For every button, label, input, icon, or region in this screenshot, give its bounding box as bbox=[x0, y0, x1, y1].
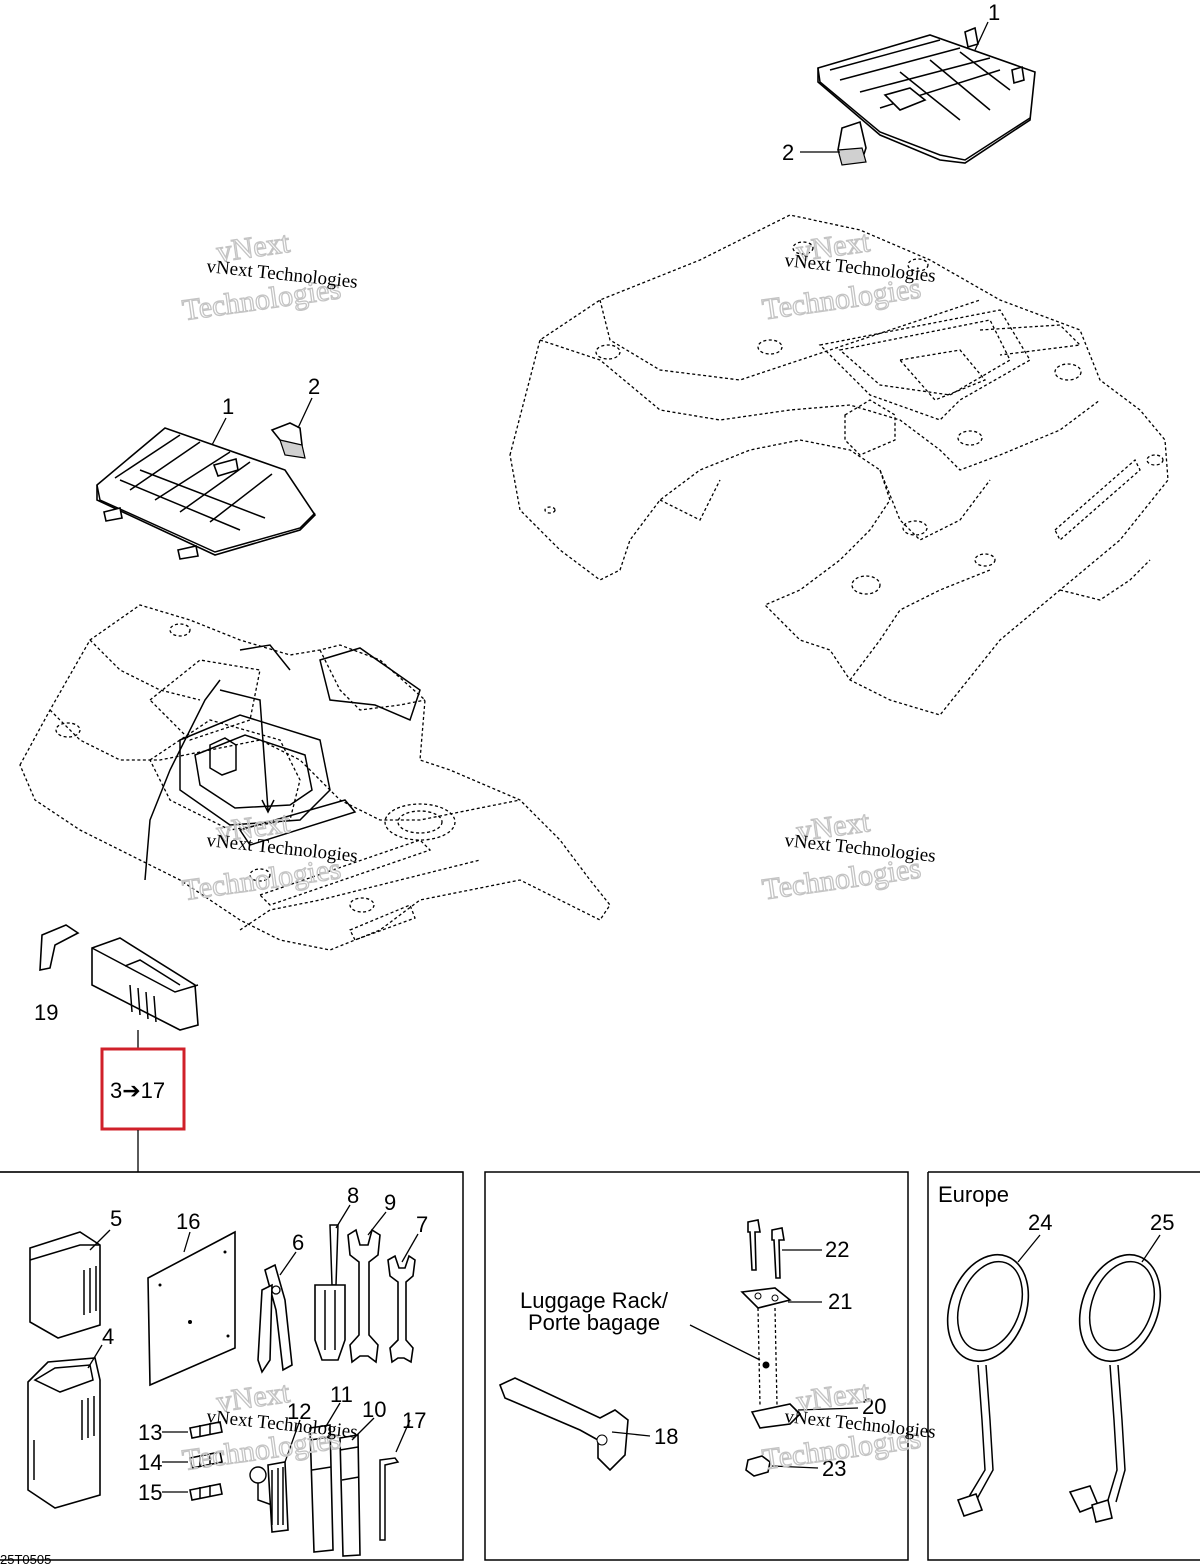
callout-25: 25 bbox=[1150, 1210, 1174, 1235]
callout-18: 18 bbox=[654, 1424, 678, 1449]
callout-4: 4 bbox=[102, 1324, 114, 1349]
storage-lid-top bbox=[817, 26, 1036, 164]
callout-2-left: 2 bbox=[308, 374, 320, 399]
latch-top bbox=[837, 120, 867, 166]
front-fender-drawing bbox=[19, 604, 611, 951]
callout-9: 9 bbox=[384, 1190, 396, 1215]
callout-10: 10 bbox=[362, 1397, 386, 1422]
luggage-rack-panel bbox=[484, 1171, 909, 1561]
callout-numbers: 1 2 1 2 19 5 4 16 6 8 9 7 13 14 15 12 11… bbox=[34, 0, 1174, 1505]
callout-21: 21 bbox=[828, 1289, 852, 1314]
callout-24: 24 bbox=[1028, 1210, 1052, 1235]
callout-6: 6 bbox=[292, 1230, 304, 1255]
tool-case-assembly bbox=[91, 937, 199, 1031]
callout-12: 12 bbox=[287, 1399, 311, 1424]
part-19-clip bbox=[39, 924, 80, 971]
callout-1-top: 1 bbox=[988, 0, 1000, 25]
callout-16: 16 bbox=[176, 1209, 200, 1234]
leader-lines bbox=[87, 21, 1161, 1493]
range-label: 3➔17 bbox=[110, 1078, 165, 1103]
callout-15: 15 bbox=[138, 1480, 162, 1505]
callout-13: 13 bbox=[138, 1420, 162, 1445]
latch-left bbox=[270, 422, 306, 459]
callout-1-left: 1 bbox=[222, 394, 234, 419]
callout-8: 8 bbox=[347, 1183, 359, 1208]
luggage-rack-label-line1: Luggage Rack/ bbox=[520, 1288, 669, 1313]
callout-2-top: 2 bbox=[782, 140, 794, 165]
callout-7: 7 bbox=[416, 1212, 428, 1237]
europe-mirrors-panel bbox=[927, 1171, 1200, 1561]
range-callout-box: 3➔17 bbox=[100, 1047, 186, 1131]
europe-label: Europe bbox=[938, 1182, 1009, 1207]
callout-23: 23 bbox=[822, 1456, 846, 1481]
callout-17: 17 bbox=[402, 1408, 426, 1433]
figure-code: 25T0505 bbox=[0, 1552, 51, 1567]
callout-19: 19 bbox=[34, 1000, 58, 1025]
callout-20: 20 bbox=[862, 1394, 886, 1419]
rear-fender-drawing bbox=[509, 214, 1169, 716]
luggage-rack-label-line2: Porte bagage bbox=[528, 1310, 660, 1335]
callout-11: 11 bbox=[330, 1382, 353, 1407]
callout-22: 22 bbox=[825, 1237, 849, 1262]
tool-kit-panel bbox=[0, 1171, 464, 1561]
callout-14: 14 bbox=[138, 1450, 162, 1475]
callout-5: 5 bbox=[110, 1206, 122, 1231]
storage-lid-left bbox=[96, 427, 317, 560]
